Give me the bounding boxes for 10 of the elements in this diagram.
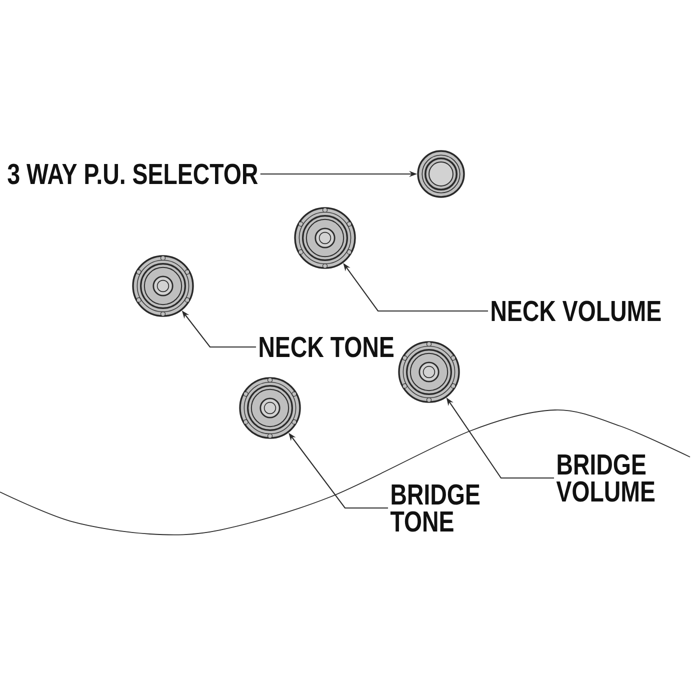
knob xyxy=(132,255,194,317)
callout-label: BRIDGE VOLUME xyxy=(556,454,655,502)
callout-label: 3 WAY P.U. SELECTOR xyxy=(8,164,258,184)
knob xyxy=(239,377,301,439)
knob xyxy=(294,207,356,269)
callout-label: BRIDGE TONE xyxy=(390,484,480,532)
callout-label: NECK VOLUME xyxy=(492,300,661,322)
knob xyxy=(398,341,460,403)
knob xyxy=(417,150,465,198)
callout-label: NECK TONE xyxy=(260,336,394,358)
